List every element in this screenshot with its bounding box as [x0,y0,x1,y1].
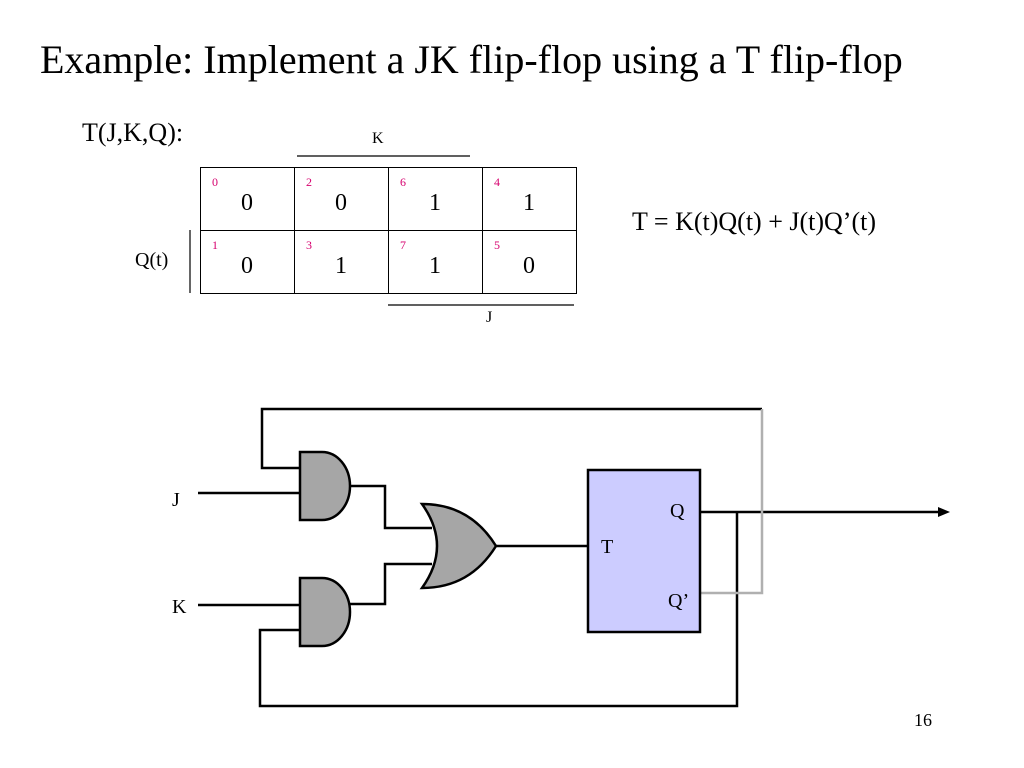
minterm-index: 2 [306,175,312,189]
cell-value: 1 [429,253,441,279]
wire-and1-to-or [350,484,432,530]
kmap-k-label: K [372,130,384,147]
slide-title: Example: Implement a JK flip-flop using … [40,37,903,82]
minterm-index: 3 [306,238,312,252]
wires [198,407,940,708]
cell-value: 1 [429,190,441,216]
kmap-j-label: J [486,309,493,326]
kmap-q-label: Q(t) [135,249,169,271]
wire-bottom-feedback [258,512,739,708]
minterm-index: 5 [494,238,500,252]
ff-qbar-label: Q’ [668,590,689,612]
cell-value: 0 [335,190,347,216]
wire-and2-to-or [350,562,432,606]
input-j-label: J [172,489,180,511]
cell-value: 1 [523,190,535,216]
minterm-index: 0 [212,175,218,189]
page-number: 16 [914,710,932,730]
input-k-label: K [172,596,187,618]
cell-value: 0 [523,253,535,279]
wire-qbar-feedback [700,409,764,595]
equation: T = K(t)Q(t) + J(t)Q’(t) [632,207,877,236]
or-gate [419,502,498,590]
cell-value: 0 [241,253,253,279]
minterm-index: 6 [400,175,406,189]
ff-t-label: T [601,536,613,558]
minterm-index: 4 [494,175,500,189]
minterm-index: 1 [212,238,218,252]
and-gate-bottom [298,576,352,648]
output-arrow-icon [938,507,950,517]
minterm-index: 7 [400,238,406,252]
kmap-function-label: T(J,K,Q): [82,118,184,147]
wire-top-feedback [260,407,762,470]
cell-value: 1 [335,253,347,279]
ff-q-label: Q [670,500,685,522]
t-flip-flop [586,468,702,634]
and-gate-top [298,450,352,522]
cell-value: 0 [241,190,253,216]
